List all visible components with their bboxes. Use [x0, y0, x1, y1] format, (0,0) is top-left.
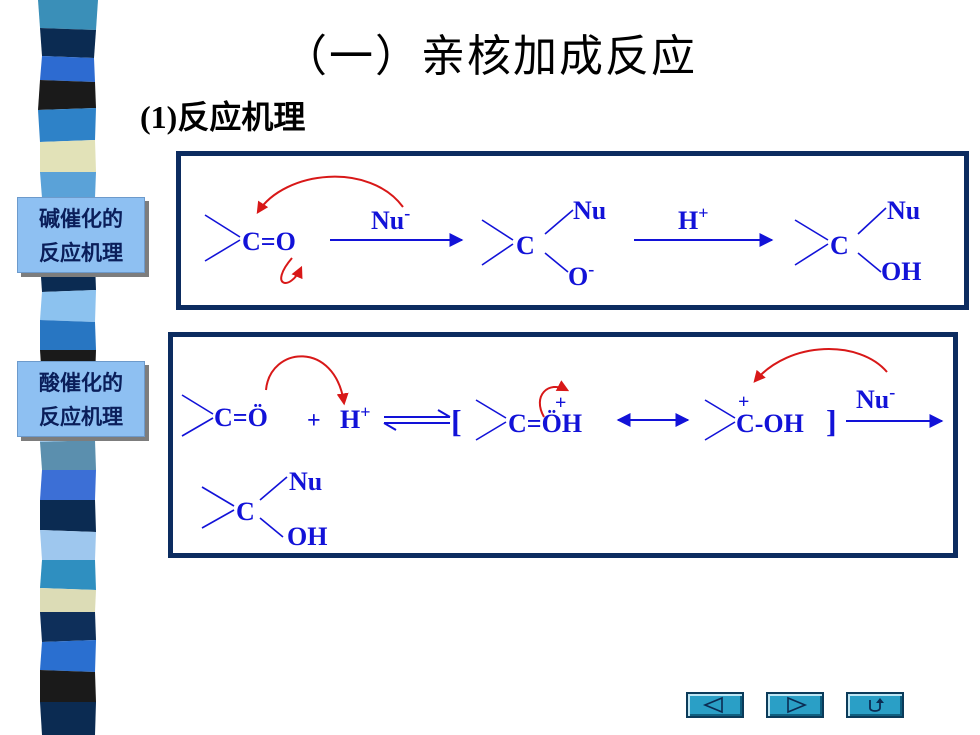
acid-res1: C=ÖH — [508, 409, 582, 438]
acid-plus: + — [307, 408, 321, 434]
slide-title: （一）亲核加成反应 — [283, 31, 697, 82]
base-reactant: C=O — [242, 227, 296, 256]
base-prod-oh: OH — [881, 257, 921, 286]
base-mechanism-box — [176, 151, 969, 310]
base-attack-arrow — [256, 175, 404, 215]
next-slide-button[interactable] — [766, 692, 824, 718]
base-reagent1: Nu- — [371, 203, 410, 235]
base-catalysis-label: 碱催化的 反应机理 — [17, 197, 145, 273]
acid-prod-c: C — [236, 497, 255, 526]
acid-nu-attack-arrow — [753, 348, 888, 383]
triangle-right-icon — [787, 696, 808, 714]
acid-bracket-close: ] — [826, 403, 837, 439]
base-inter-o: O- — [568, 259, 594, 291]
equilibrium-arrow — [383, 409, 451, 431]
section-subtitle: (1)反应机理 — [140, 99, 306, 135]
base-prod-c: C — [830, 231, 849, 260]
acid-res1-charge: + — [555, 392, 566, 414]
return-arrow-icon — [869, 698, 884, 712]
acid-attack-arrow — [265, 355, 349, 406]
acid-reactant: C=Ö — [214, 403, 268, 432]
prev-slide-button[interactable] — [686, 692, 744, 718]
acid-res2-charge: + — [738, 391, 749, 413]
acid-mechanism-box — [168, 332, 958, 558]
base-inter-nu: Nu — [573, 196, 606, 225]
acid-prod-oh: OH — [287, 522, 327, 551]
base-inter-c: C — [516, 231, 535, 260]
base-pi-arrow — [280, 257, 303, 284]
triangle-left-icon — [702, 696, 723, 714]
return-button[interactable] — [846, 692, 904, 718]
decorative-side-strip — [0, 0, 105, 735]
base-prod-nu: Nu — [887, 196, 920, 225]
acid-res2: C-OH — [736, 409, 804, 438]
acid-catalysis-label: 酸催化的 反应机理 — [17, 361, 145, 437]
acid-bracket-open: [ — [451, 403, 462, 439]
acid-proton: H+ — [340, 402, 371, 434]
acid-pi-arrow — [538, 380, 570, 418]
acid-prod-nu: Nu — [289, 467, 322, 496]
acid-reagent: Nu- — [856, 382, 895, 414]
base-reagent2: H+ — [678, 203, 709, 235]
